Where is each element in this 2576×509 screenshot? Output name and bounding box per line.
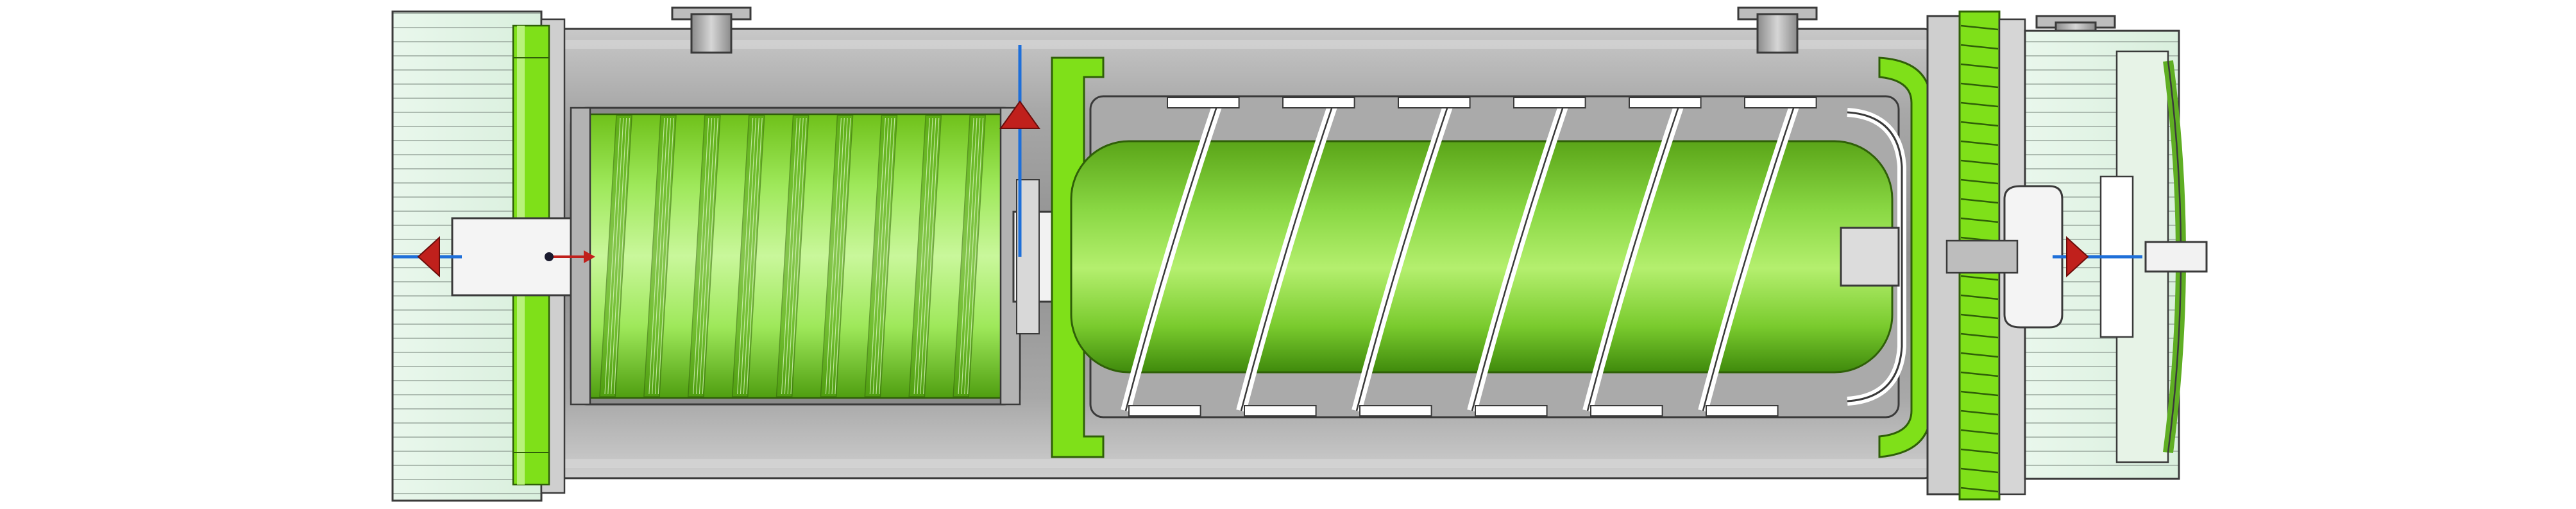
wound-cartridge bbox=[570, 107, 1021, 406]
flange-rib bbox=[1960, 390, 1999, 397]
cartridge-band-strand bbox=[835, 117, 851, 395]
cartridge-band-strand bbox=[611, 117, 627, 395]
cartridge-band-strand bbox=[613, 117, 631, 395]
flange-rib bbox=[1960, 44, 1999, 50]
helix-slot-bottom bbox=[1475, 405, 1548, 417]
helix-flight-edge bbox=[1355, 102, 1450, 411]
cartridge-band-strand bbox=[781, 117, 798, 395]
cartridge-band-strand bbox=[923, 117, 940, 395]
cartridge-band-strand bbox=[693, 117, 709, 395]
cartridge-band-strand bbox=[872, 117, 889, 395]
helix-flight-edge bbox=[1471, 102, 1566, 411]
cartridge-band-strand bbox=[879, 117, 895, 395]
helix-slot-top bbox=[1398, 97, 1471, 108]
cartridge-band-strand bbox=[604, 117, 621, 395]
flange-rib bbox=[1960, 467, 1999, 474]
cartridge-band-strand bbox=[657, 117, 674, 395]
helical-core bbox=[1051, 56, 1932, 458]
cartridge-band-strand bbox=[825, 117, 842, 395]
helix-slot-bottom bbox=[1244, 405, 1317, 417]
flange-rib bbox=[1960, 159, 1999, 166]
helix-slot-bottom bbox=[1359, 405, 1432, 417]
flange-rib bbox=[1960, 371, 1999, 377]
cartridge-band-strand bbox=[787, 117, 804, 395]
helix-slot-top bbox=[1282, 97, 1355, 108]
flange-rib bbox=[1960, 24, 1999, 31]
cartridge-band-strand bbox=[917, 117, 933, 395]
cartridge-band-strand bbox=[652, 117, 668, 395]
flange-rib bbox=[1960, 313, 1999, 320]
flange-rib bbox=[1960, 429, 1999, 435]
flange-rib bbox=[1960, 410, 1999, 416]
cartridge-band-strand bbox=[607, 117, 624, 395]
flange-rib bbox=[1960, 332, 1999, 339]
cartridge-band-strand bbox=[702, 117, 718, 395]
cartridge-band-strand bbox=[790, 117, 807, 395]
cartridge-band-strand bbox=[648, 117, 665, 395]
flange-rib bbox=[1960, 487, 1999, 493]
flange-rib bbox=[1960, 352, 1999, 358]
cartridge-band-strand bbox=[737, 117, 754, 395]
cartridge-bands bbox=[599, 115, 987, 397]
cartridge-band-strand bbox=[743, 117, 759, 395]
helix-slot-top bbox=[1629, 97, 1702, 108]
cartridge-band-strand bbox=[746, 117, 763, 395]
axis-arrow-origin bbox=[545, 250, 595, 263]
cartridge-band-strand bbox=[876, 117, 892, 395]
axis-arrow-up bbox=[999, 100, 1040, 129]
flange-rib bbox=[1960, 121, 1999, 127]
flange-rib bbox=[1960, 198, 1999, 204]
cartridge-band-strand bbox=[654, 117, 672, 395]
cartridge-band-strand bbox=[784, 117, 801, 395]
cartridge-band-strand bbox=[967, 117, 984, 395]
cartridge-band-strand bbox=[828, 117, 845, 395]
helix-slot-bottom bbox=[1706, 405, 1779, 417]
flange-rib bbox=[1960, 178, 1999, 185]
helix-flight-edge bbox=[1124, 102, 1219, 411]
flange-rib bbox=[1960, 294, 1999, 300]
flange-rib bbox=[1960, 140, 1999, 146]
cartridge-band-strand bbox=[913, 117, 930, 395]
outlet-stub bbox=[2144, 241, 2208, 273]
helix-flights bbox=[1121, 97, 1817, 417]
cartridge-band-strand bbox=[696, 117, 713, 395]
helix-flight-edge bbox=[1586, 102, 1681, 411]
helix-slot-bottom bbox=[1590, 405, 1663, 417]
helix-flight-edge bbox=[1240, 102, 1335, 411]
flange-rib bbox=[1960, 448, 1999, 454]
cartridge-band-strand bbox=[920, 117, 936, 395]
cartridge-band-strand bbox=[831, 117, 848, 395]
helix-slot-top bbox=[1513, 97, 1586, 108]
cartridge-band-strand bbox=[699, 117, 716, 395]
flange-rib bbox=[1960, 82, 1999, 89]
nozzle-left bbox=[671, 6, 752, 54]
axis-arrow-right bbox=[2066, 236, 2089, 278]
flange-rib bbox=[1960, 101, 1999, 108]
flange-rib bbox=[1960, 275, 1999, 281]
helix-slot-bottom bbox=[1128, 405, 1201, 417]
flange-ribs bbox=[1960, 24, 1999, 493]
flange-rib bbox=[1960, 63, 1999, 69]
axis-arrow-left bbox=[417, 236, 440, 278]
helix-slot-top bbox=[1167, 97, 1240, 108]
flange-rib bbox=[1960, 217, 1999, 223]
cartridge-band-strand bbox=[740, 117, 757, 395]
cartridge-band-strand bbox=[958, 117, 974, 395]
nozzle-middle bbox=[1737, 6, 1818, 54]
cartridge-band-strand bbox=[961, 117, 978, 395]
cartridge-band-strand bbox=[964, 117, 981, 395]
helix-slot-top bbox=[1744, 97, 1817, 108]
cartridge-band-strand bbox=[869, 117, 886, 395]
helix-flight-edge bbox=[1702, 102, 1797, 411]
